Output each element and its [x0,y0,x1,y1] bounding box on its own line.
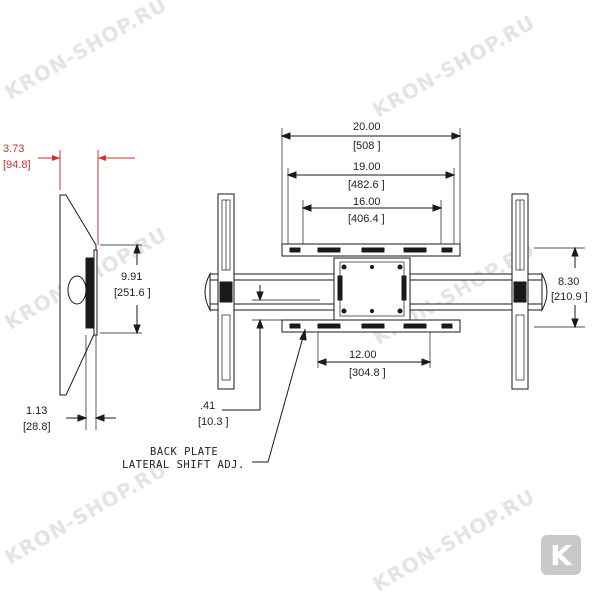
dim-bottom-slot-spacing-in: 12.00 [349,349,377,361]
dim-rail-spacing-in: 8.30 [558,276,579,288]
dim-overall-width-mm: [508 ] [353,140,381,152]
dim-width-inner-in: 16.00 [353,196,381,208]
dim-width-inner-mm: [406.4 ] [348,213,385,225]
top-slotted-bar [281,243,461,257]
dim-side-depth-max-in: 3.73 [3,143,24,155]
dim-bottom-slot-spacing-mm: [304.8 ] [349,367,386,379]
dim-overall-width-in: 20.00 [353,121,381,133]
dim-side-plate-height-in: 9.91 [121,271,142,283]
watermark-text: KRON-SHOP.RU [369,10,540,122]
side-view-hub [67,275,87,305]
watermark-text: KRON-SHOP.RU [369,484,540,596]
dim-side-plate-height-mm: [251.6 ] [114,287,151,299]
dim-width-mid-mm: [482.6 ] [348,179,385,191]
watermark-text: KRON-SHOP.RU [1,457,172,569]
bottom-slotted-bar [281,319,461,333]
dim-width-mid-in: 19.00 [353,161,381,173]
right-vertical-arm [511,193,529,390]
side-view: 3.73 [94.8] 9.91 [251.6 ] 1.13 [28.8] [3,143,151,433]
note-back-plate: BACK PLATE [150,446,218,458]
dim-side-depth-min-mm: [28.8] [23,421,51,433]
center-back-plate [333,257,411,321]
dim-lateral-shift-mm: [10.3 ] [198,416,229,428]
side-view-bracket [85,257,95,329]
dim-side-depth-max-mm: [94.8] [3,159,31,171]
note-lateral-shift-adj: LATERAL SHIFT ADJ. [122,459,245,471]
left-vertical-arm [217,193,235,390]
watermark-text: KRON-SHOP.RU [1,0,172,104]
front-view: 20.00 [508 ] 19.00 [482.6 ] 16.00 [406.4… [122,121,588,471]
dim-side-depth-min-in: 1.13 [26,405,47,417]
dim-rail-spacing-mm: [210.9 ] [551,291,588,303]
kron-shop-logo: K [541,535,581,575]
dim-lateral-shift-in: .41 [200,400,215,412]
